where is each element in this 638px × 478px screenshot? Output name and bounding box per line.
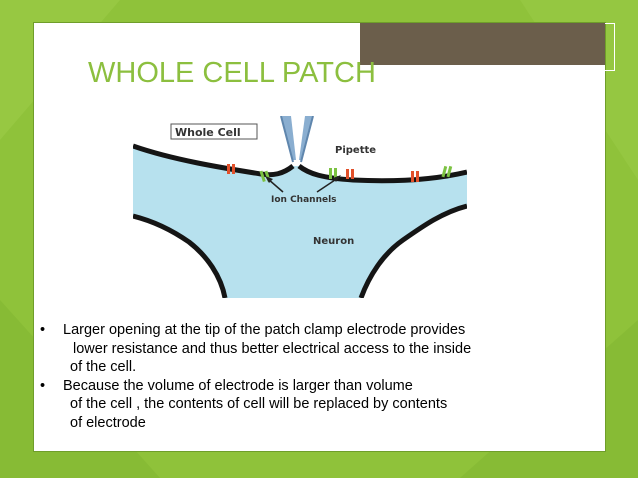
- cell-membrane-top: [133, 143, 295, 178]
- bullet-item: • Larger opening at the tip of the patch…: [40, 321, 560, 377]
- bullet-list: • Larger opening at the tip of the patch…: [40, 321, 560, 432]
- slide-panel: [33, 22, 615, 452]
- ion-channel-red-2: [346, 169, 354, 179]
- top-decorative-box: [360, 23, 605, 65]
- bullet-line: lower resistance and thus better electri…: [73, 340, 472, 357]
- ion-channels-label: Ion Channels: [271, 195, 337, 205]
- bullet-marker: •: [40, 322, 46, 338]
- cell-membrane-right: [358, 203, 467, 298]
- ion-channel-arrow-right: [316, 175, 341, 193]
- whole-cell-label-box: [170, 123, 258, 140]
- ion-channel-green-2: [329, 168, 337, 179]
- bullet-line: of the cell.: [70, 359, 137, 375]
- cell-membrane-left: [133, 213, 228, 298]
- bullet-line: of the cell , the contents of cell will …: [70, 396, 448, 412]
- bullet-item: • Because the volume of electrode is lar…: [40, 377, 560, 433]
- bullet-line: Larger opening at the tip of the patch c…: [63, 322, 466, 338]
- whole-cell-diagram: Whole Cell Pipette Ion Channels Neuron: [133, 116, 467, 298]
- neuron-cell-body: [133, 146, 467, 298]
- ion-channel-red-1: [227, 164, 235, 174]
- ion-channel-green-3: [441, 165, 453, 178]
- bullet-line: of electrode: [70, 414, 146, 431]
- neuron-label: Neuron: [313, 236, 354, 247]
- ion-channel-arrow-left: [265, 176, 284, 193]
- ion-channel-red-3: [411, 171, 419, 182]
- pipette-label: Pipette: [335, 145, 376, 156]
- bullet-marker: •: [40, 377, 46, 394]
- slide-title: WHOLE CELL PATCH: [88, 57, 376, 89]
- bullet-line: Because the volume of electrode is large…: [63, 377, 413, 394]
- whole-cell-label: Whole Cell: [175, 126, 241, 139]
